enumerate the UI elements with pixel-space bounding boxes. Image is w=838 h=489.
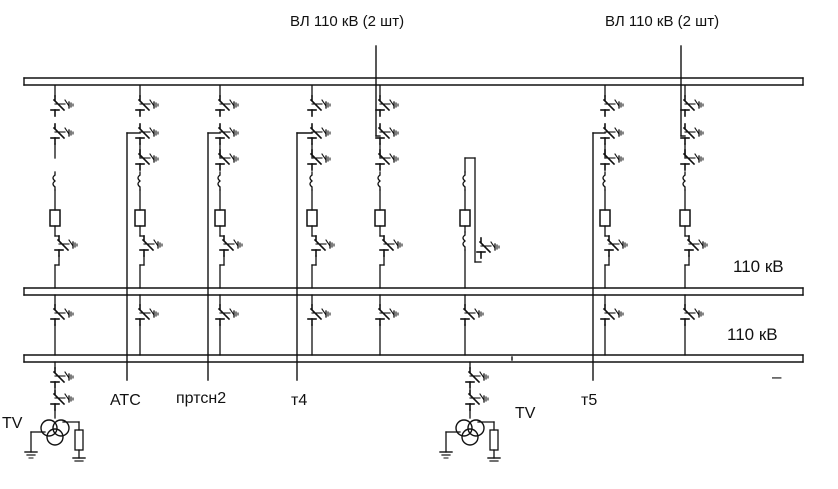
disconnector-icon: [307, 95, 331, 117]
bus-voltage-label-2: 110 кВ: [733, 257, 784, 276]
current-transformer-icon: [137, 171, 142, 191]
overhead-line-label-left: ВЛ 110 кВ (2 шт): [290, 13, 405, 30]
disconnector-icon: [307, 149, 331, 171]
disconnector-icon: [135, 149, 159, 171]
current-transformer-icon: [52, 171, 57, 191]
busbar-2: [23, 287, 804, 296]
tv-left: [24, 361, 86, 462]
minus-mark: –: [772, 367, 782, 386]
disconnector-icon: [50, 123, 74, 145]
circuit-breaker-icon: [49, 209, 61, 227]
resistor-icon: [489, 429, 499, 451]
disconnector-icon: [465, 367, 489, 389]
circuit-breaker-icon: [599, 209, 611, 227]
disconnector-icon: [215, 304, 239, 326]
bay-line-right: [679, 45, 708, 356]
disconnector-icon: [50, 367, 74, 389]
winding-icon: [40, 419, 58, 437]
disconnector-icon: [215, 123, 239, 145]
disconnector-icon: [307, 123, 331, 145]
disconnector-icon: [54, 235, 78, 257]
current-transformer-icon: [217, 171, 222, 191]
disconnector-icon: [50, 389, 74, 411]
circuit-breaker-icon: [459, 209, 471, 227]
disconnector-icon: [215, 95, 239, 117]
disconnector-icon: [375, 149, 399, 171]
disconnector-icon: [135, 304, 159, 326]
disconnector-icon: [307, 304, 331, 326]
ats-label: АТС: [110, 392, 141, 409]
busbar-1: [23, 77, 804, 86]
bay-tv-left: [49, 85, 78, 356]
prtsn2-label: пртсн2: [176, 390, 227, 407]
winding-icon: [461, 428, 479, 446]
bay-prtsn2: [207, 85, 243, 381]
current-transformer-icon: [682, 171, 687, 191]
disconnector-icon: [604, 235, 628, 257]
disconnector-icon: [135, 95, 159, 117]
winding-icon: [467, 419, 485, 437]
disconnector-icon: [219, 235, 243, 257]
current-transformer-icon: [462, 171, 467, 191]
circuit-breaker-icon: [214, 209, 226, 227]
bay-sectional-mid: [459, 157, 500, 356]
bays: [49, 45, 708, 381]
disconnector-icon: [215, 149, 239, 171]
disconnector-icon: [379, 235, 403, 257]
circuit-breaker-icon: [679, 209, 691, 227]
bay-t4: [296, 85, 335, 381]
current-transformer-icon: [602, 171, 607, 191]
disconnector-icon: [684, 235, 708, 257]
current-transformer-icon: [309, 171, 314, 191]
bay-t5: [592, 85, 628, 381]
circuit-breaker-icon: [134, 209, 146, 227]
busbars: [23, 77, 804, 363]
circuit-breaker-icon: [374, 209, 386, 227]
t5-label: т5: [581, 392, 598, 409]
disconnector-icon: [680, 149, 704, 171]
bay-line-left: [374, 45, 403, 356]
disconnector-icon: [600, 95, 624, 117]
disconnector-icon: [139, 235, 163, 257]
winding-icon: [46, 428, 64, 446]
disconnector-icon: [600, 149, 624, 171]
disconnector-icon: [680, 304, 704, 326]
disconnector-icon: [460, 304, 484, 326]
disconnector-icon: [375, 123, 399, 145]
tv-mid-label: TV: [515, 405, 536, 422]
disconnector-icon: [465, 389, 489, 411]
disconnector-icon: [375, 95, 399, 117]
bus-voltage-label-3: 110 кВ: [727, 325, 778, 344]
circuit-breaker-icon: [306, 209, 318, 227]
busbar-3: [23, 354, 804, 363]
tv-left-label: TV: [2, 415, 23, 432]
tv-mid: [439, 361, 501, 462]
disconnector-icon: [680, 123, 704, 145]
disconnector-icon: [311, 235, 335, 257]
winding-icon: [455, 419, 473, 437]
disconnector-icon: [50, 95, 74, 117]
winding-icon: [52, 419, 70, 437]
t4-label: т4: [291, 392, 308, 409]
bay-ats: [126, 85, 163, 381]
disconnector-icon: [135, 123, 159, 145]
resistor-icon: [74, 429, 84, 451]
disconnector-icon: [600, 123, 624, 145]
disconnector-icon: [476, 237, 500, 259]
disconnector-icon: [50, 304, 74, 326]
disconnector-icon: [600, 304, 624, 326]
current-transformer-icon: [462, 231, 467, 251]
overhead-line-label-right: ВЛ 110 кВ (2 шт): [605, 13, 720, 30]
disconnector-icon: [680, 95, 704, 117]
current-transformer-icon: [377, 171, 382, 191]
voltage-transformers: [24, 361, 501, 462]
disconnector-icon: [375, 304, 399, 326]
